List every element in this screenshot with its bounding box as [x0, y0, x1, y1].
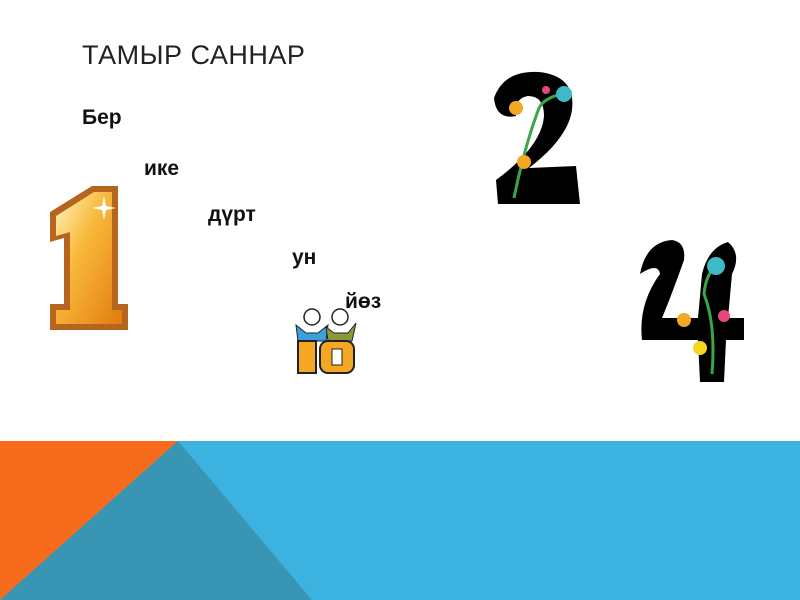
band-teal-triangle	[0, 441, 312, 600]
band-blue	[0, 441, 800, 600]
golden-number-one-image	[50, 186, 128, 330]
floral-number-two-image	[494, 71, 580, 204]
band-orange-triangle	[0, 441, 178, 600]
word-one: Бер	[82, 106, 122, 129]
slide-title: ТАМЫР САННАР	[82, 40, 306, 70]
word-two: ике	[144, 157, 180, 180]
word-ten: ун	[292, 246, 317, 269]
word-four: дүрт	[208, 203, 256, 226]
floral-number-four-image	[640, 240, 744, 382]
kids-number-ten-clipart	[295, 308, 357, 374]
word-hundred: йөз	[345, 290, 382, 313]
